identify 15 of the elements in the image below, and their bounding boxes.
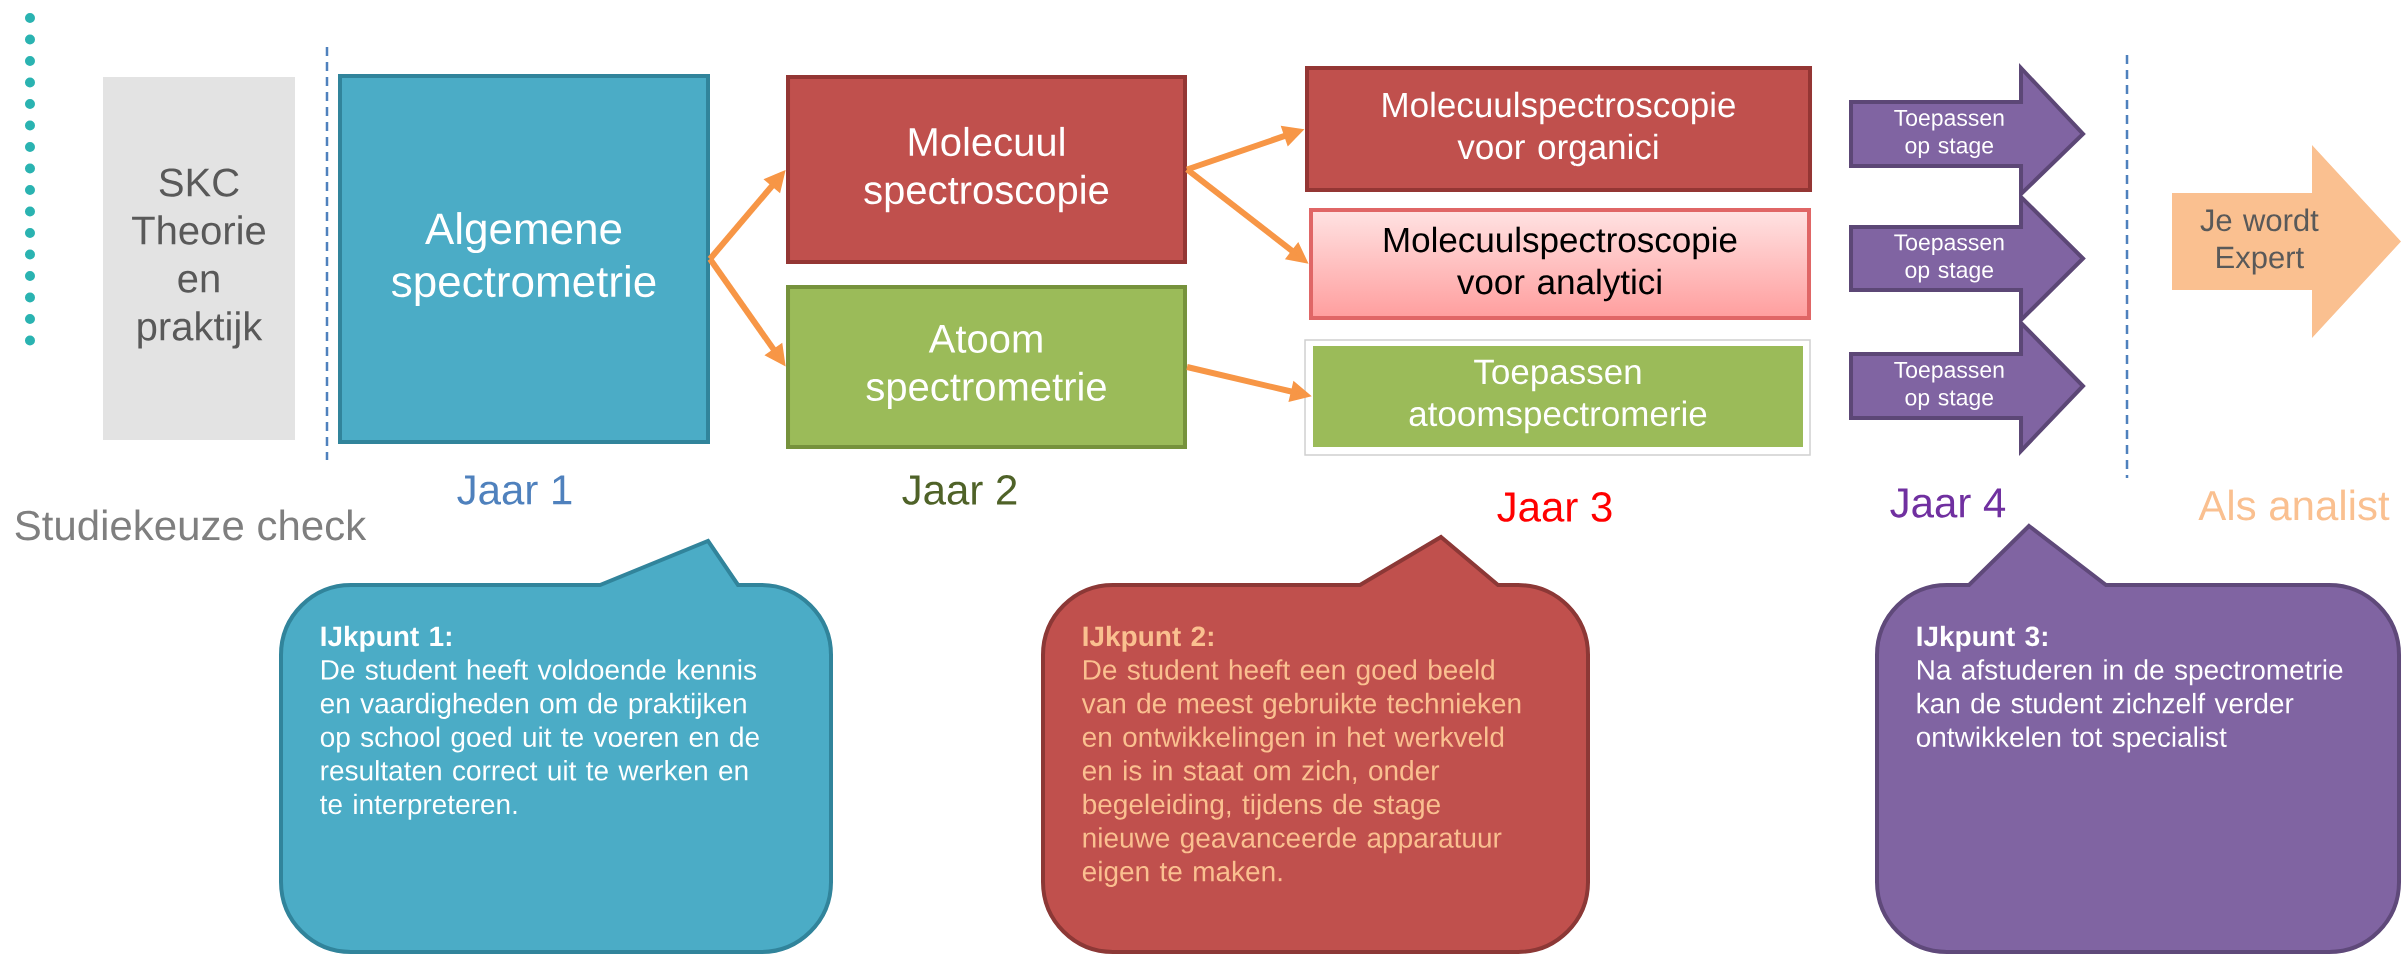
year-label: Jaar 3 xyxy=(1497,492,1612,522)
course-box: Molecuulspectroscopie voor organici xyxy=(1305,66,1812,192)
year-label: Jaar 2 xyxy=(902,475,1017,505)
speech-bubble: IJkpunt 2: De student heeft een goed beeld van de meest gebruikte technieken en ontwikkelingen in het werkveld en is in staat om zich, onder begeleiding, tijdens de stage nieuwe geavanceerde apparatuur eigen te maken. xyxy=(1041,535,1590,954)
course-box: Atoom spectrometrie xyxy=(786,285,1187,449)
stage-label: Studiekeuze check xyxy=(15,509,367,541)
year-label: Als analist xyxy=(2198,489,2390,521)
course-box: Molecuul spectroscopie xyxy=(786,75,1187,264)
speech-bubble: IJkpunt 3: Na afstuderen in de spectrometrie kan de student zichzelf verder ontwikkelen tot specialist xyxy=(1875,524,2401,954)
theory-box: SKC Theorie en praktijk xyxy=(103,77,295,440)
course-box: Algemene spectrometrie xyxy=(338,74,710,444)
year-label: Jaar 1 xyxy=(457,475,572,505)
course-box: Toepassen atoomspectromerie xyxy=(1304,339,1811,456)
course-box: Molecuulspectroscopie voor analytici xyxy=(1309,208,1811,320)
year-label: Jaar 4 xyxy=(1890,488,2006,518)
